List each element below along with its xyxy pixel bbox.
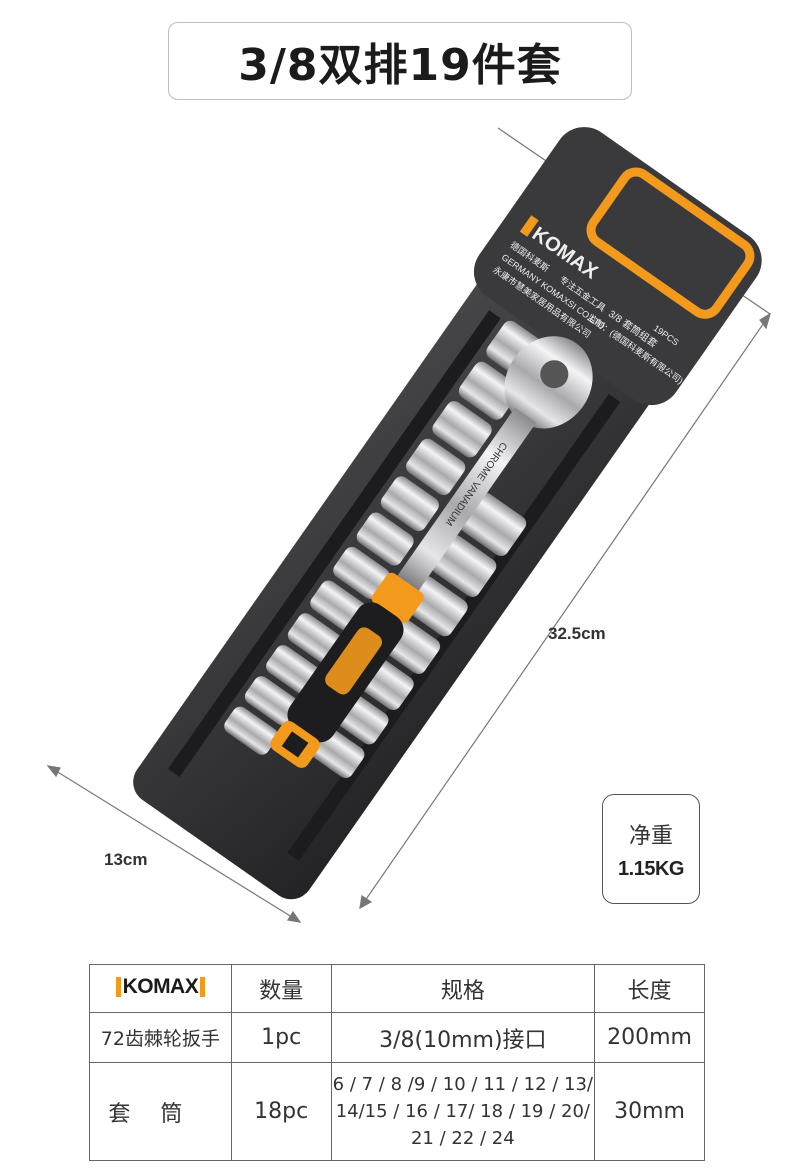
- brand-logo: KOMAX: [89, 964, 232, 1013]
- item-spec: 3/8(10mm)接口: [330, 1012, 596, 1063]
- item-qty: 1pc: [230, 1012, 332, 1063]
- weight-value: 1.15KG: [618, 857, 684, 880]
- spec-table: KOMAX 数量 规格 长度 72齿棘轮扳手 1pc 3/8(10mm)接口 2…: [89, 964, 705, 1161]
- table-row: 72齿棘轮扳手 1pc 3/8(10mm)接口 200mm: [89, 1012, 705, 1063]
- size-line: 14/15 / 16 / 17/ 18 / 19 / 20/: [335, 1101, 590, 1122]
- item-length: 30mm: [594, 1062, 705, 1161]
- header-spec: 规格: [330, 964, 596, 1013]
- header-length: 长度: [594, 964, 705, 1013]
- item-qty: 18pc: [230, 1062, 332, 1161]
- item-name: 套筒: [89, 1062, 232, 1161]
- weight-badge: 净重 1.15KG: [602, 794, 700, 904]
- size-line: 21 / 22 / 24: [410, 1128, 515, 1149]
- weight-label: 净重: [628, 823, 673, 849]
- spec-header-row: KOMAX 数量 规格 长度: [89, 964, 705, 1013]
- logo-bar-icon: [200, 976, 206, 997]
- width-label: 13cm: [104, 850, 148, 869]
- socket-tray: KOMAX 德国科麦斯 专注五金工具 GERMANY KOMAXSI CO.LT…: [133, 127, 762, 900]
- item-length: 200mm: [594, 1012, 705, 1063]
- item-name: 72齿棘轮扳手: [89, 1012, 232, 1063]
- table-row: 套筒 18pc 6 / 7 / 8 /9 / 10 / 11 / 12 / 13…: [89, 1062, 705, 1161]
- page-title: 3/8双排19件套: [238, 40, 562, 91]
- product-image: KOMAX 德国科麦斯 专注五金工具 GERMANY KOMAXSI CO.LT…: [46, 127, 771, 923]
- size-line: 6 / 7 / 8 /9 / 10 / 11 / 12 / 13/: [332, 1074, 593, 1095]
- title-banner: 3/8双排19件套: [168, 22, 632, 100]
- logo-bar-icon: [115, 976, 121, 997]
- length-label: 32.5cm: [548, 624, 606, 643]
- item-spec: 6 / 7 / 8 /9 / 10 / 11 / 12 / 13/ 14/15 …: [330, 1062, 596, 1161]
- header-qty: 数量: [230, 964, 332, 1013]
